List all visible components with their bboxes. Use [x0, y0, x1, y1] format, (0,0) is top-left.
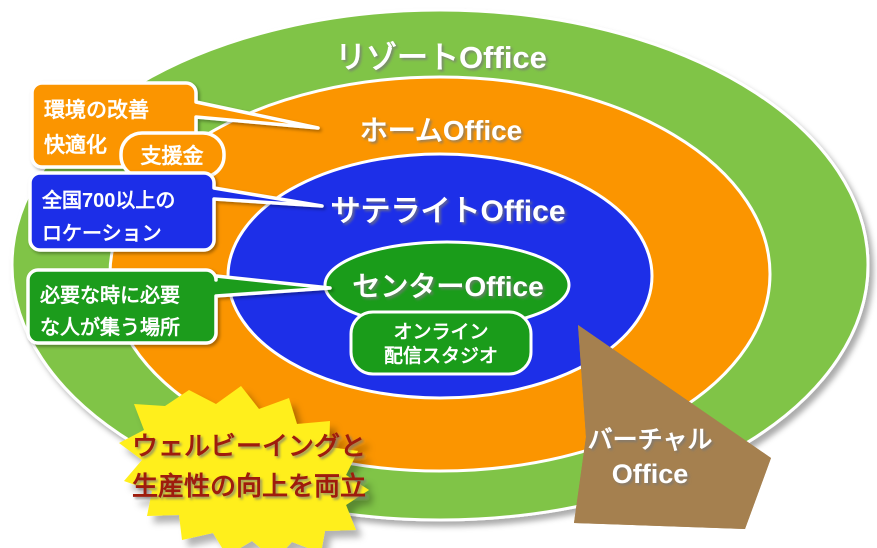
callout-locations-line1: 全国700以上の — [41, 188, 175, 212]
callout-locations-bubble — [28, 171, 324, 252]
ring-labels: リゾートOffice ホームOffice サテライトOffice センターOff… — [330, 40, 565, 302]
subsidy-pill-label: 支援金 — [141, 144, 205, 168]
callout-locations-line2: ロケーション — [42, 222, 162, 245]
wellbeing-line1: ウェルビーイングと — [132, 431, 366, 461]
callout-environment-line1: 環境の改善 — [44, 98, 149, 122]
ring-label-center: センターOffice — [352, 271, 543, 302]
callout-gathering-bubble — [26, 268, 332, 345]
ring-label-home: ホームOffice — [360, 115, 523, 146]
callout-environment-line2: 快適化 — [44, 133, 107, 157]
callout-gathering-line1: 必要な時に必要 — [39, 283, 180, 307]
online-studio-shape — [349, 310, 533, 376]
wellbeing-starburst[interactable]: ウェルビーイングと 生産性の向上を両立 — [119, 386, 369, 548]
ring-label-satellite: サテライトOffice — [330, 195, 565, 228]
virtual-office-shape-group[interactable]: バーチャル Office — [574, 325, 771, 529]
subsidy-pill[interactable]: 支援金 — [119, 131, 226, 179]
virtual-office-line2: Office — [612, 459, 689, 489]
callout-locations[interactable]: 全国700以上の ロケーション — [28, 171, 324, 252]
callout-environment[interactable]: 環境の改善 快適化 支援金 — [30, 81, 320, 179]
callout-gathering-place[interactable]: 必要な時に必要 な人が集う場所 — [26, 268, 332, 345]
online-studio-badge[interactable]: オンライン 配信スタジオ — [349, 310, 533, 376]
callout-gathering-line2: な人が集う場所 — [40, 315, 180, 339]
online-studio-line2: 配信スタジオ — [384, 344, 498, 367]
virtual-office-line1: バーチャル — [588, 426, 713, 454]
ring-label-resort: リゾートOffice — [335, 40, 547, 75]
wellbeing-line2: 生産性の向上を両立 — [132, 471, 366, 501]
wellbeing-starburst-shape — [119, 386, 369, 548]
online-studio-line1: オンライン — [393, 322, 488, 343]
virtual-office-pentagon-body — [574, 325, 771, 529]
